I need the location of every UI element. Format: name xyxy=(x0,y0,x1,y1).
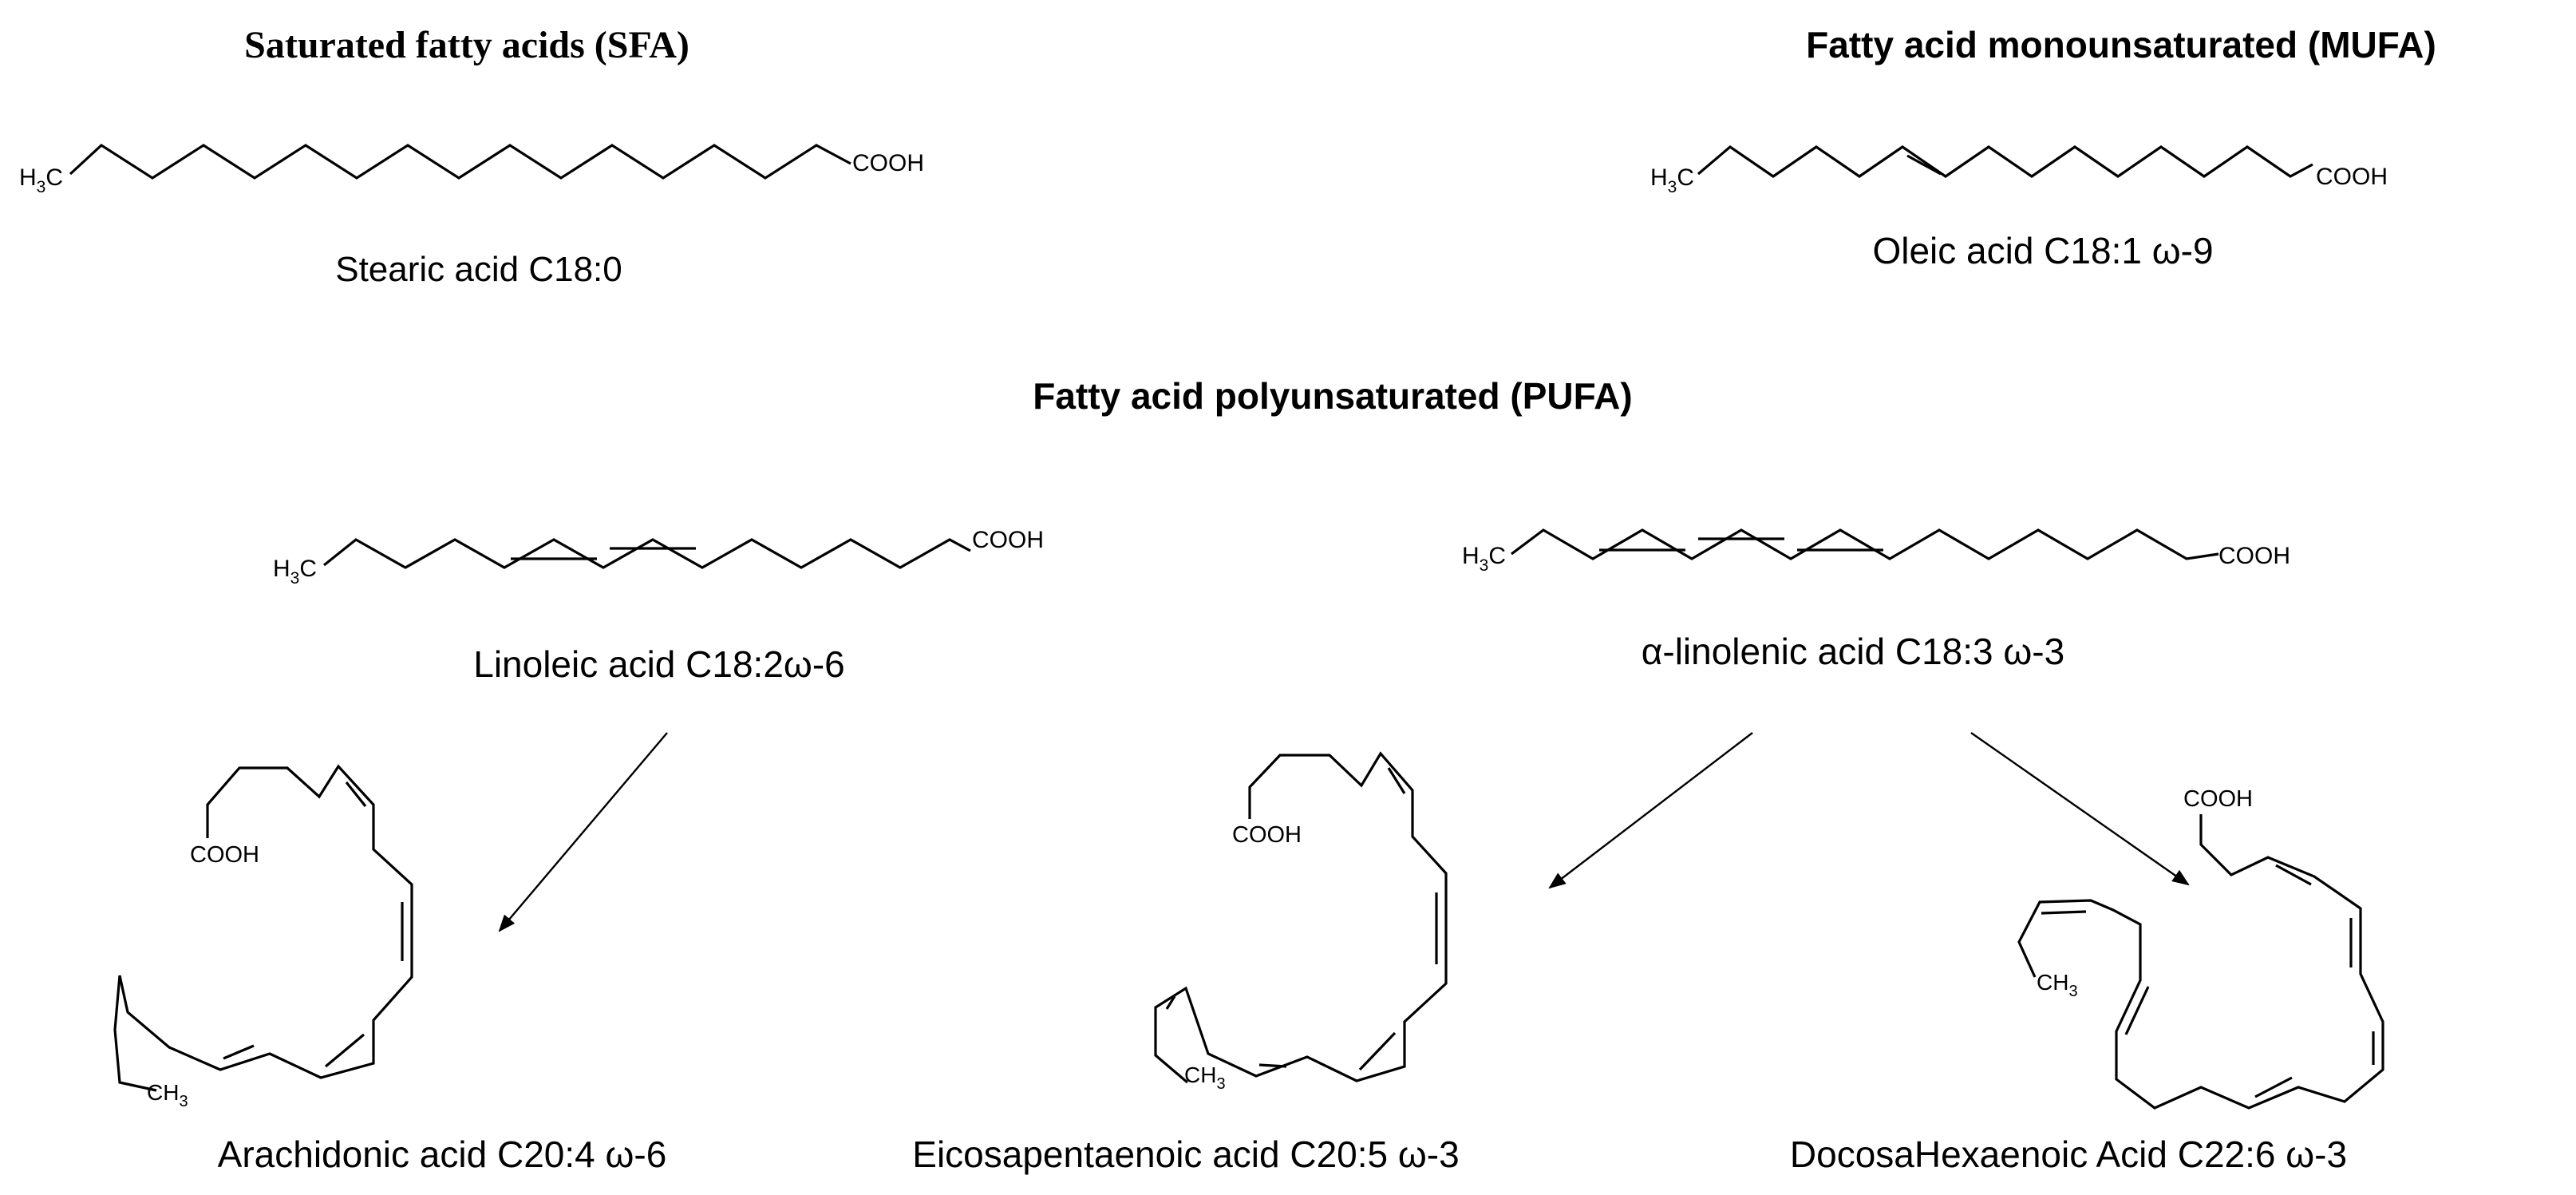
stearic-start-group: H3C xyxy=(19,164,63,196)
oleic-start-group: H3C xyxy=(1650,164,1694,196)
linoleic-skeleton xyxy=(323,538,971,569)
dha-double-bond-6 xyxy=(2041,910,2087,915)
alpha-linolenic-acid-group: COOH xyxy=(2218,543,2290,569)
linoleic-acid-label: Linoleic acid C18:2ω-6 xyxy=(473,643,845,685)
arachidonic-acid-structure: COOH CH3 xyxy=(113,764,413,1110)
arachidonic-methyl-group: CH3 xyxy=(147,1080,188,1110)
epa-methyl-group: CH3 xyxy=(1184,1062,1226,1093)
oleic-acid-group: COOH xyxy=(2316,164,2388,190)
linoleic-acid-structure: H3C COOH xyxy=(273,527,1044,588)
arrow-alpha-linolenic-to-dha xyxy=(1970,732,2190,886)
alpha-linolenic-acid-structure: H3C COOH xyxy=(1462,528,2290,575)
epa-double-bond-4 xyxy=(1258,1063,1287,1068)
arrow-linoleic-to-arachidonic xyxy=(498,732,668,932)
dha-acid-group: COOH xyxy=(2183,786,2253,812)
alpha-linolenic-skeleton xyxy=(1511,528,2219,560)
epa-acid-group: COOH xyxy=(1232,822,1302,848)
stearic-acid-label: Stearic acid C18:0 xyxy=(335,250,622,289)
alpha-linolenic-acid-label: α-linolenic acid C18:3 ω-3 xyxy=(1642,631,2064,672)
oleic-acid-structure: H3C COOH xyxy=(1650,144,2388,196)
dha-double-bond-5 xyxy=(2124,986,2150,1035)
arachidonic-acid-label: Arachidonic acid C20:4 ω-6 xyxy=(218,1134,667,1175)
arachidonic-double-bond-4 xyxy=(223,1044,255,1060)
dha-structure: COOH CH3 xyxy=(2017,786,2384,1110)
stearic-acid-group: COOH xyxy=(852,150,924,176)
arrow-alpha-linolenic-to-epa xyxy=(1548,732,1753,889)
dha-skeleton xyxy=(2017,814,2384,1110)
epa-double-bond-5 xyxy=(1165,995,1176,1010)
dha-methyl-group: CH3 xyxy=(2037,970,2078,1000)
sfa-title: Saturated fatty acids (SFA) xyxy=(244,24,689,66)
dha-double-bond-1 xyxy=(2275,864,2312,886)
stearic-skeleton xyxy=(69,143,851,180)
oleic-double-bond xyxy=(1906,154,1942,176)
oleic-acid-label: Oleic acid C18:1 ω-9 xyxy=(1872,230,2213,271)
epa-double-bond-3 xyxy=(1358,1031,1397,1071)
arachidonic-double-bond-1 xyxy=(345,781,367,807)
arachidonic-acid-group: COOH xyxy=(190,842,259,868)
dha-label: DocosaHexaenoic Acid C22:6 ω-3 xyxy=(1790,1134,2347,1175)
linoleic-acid-group: COOH xyxy=(972,527,1044,553)
epa-structure: COOH CH3 xyxy=(1154,751,1448,1093)
linoleic-start-group: H3C xyxy=(273,556,317,588)
arachidonic-skeleton xyxy=(113,764,413,1092)
epa-skeleton xyxy=(1154,751,1448,1084)
arachidonic-double-bond-3 xyxy=(324,1033,365,1068)
mufa-title: Fatty acid monounsaturated (MUFA) xyxy=(1806,24,2436,65)
epa-double-bond-1 xyxy=(1387,767,1406,794)
stearic-acid-structure: H3C COOH xyxy=(19,143,924,196)
dha-double-bond-4 xyxy=(2254,1076,2293,1098)
epa-label: Eicosapentaenoic acid C20:5 ω-3 xyxy=(912,1134,1459,1175)
pufa-title: Fatty acid polyunsaturated (PUFA) xyxy=(1033,375,1632,417)
alpha-linolenic-start-group: H3C xyxy=(1462,543,1506,575)
oleic-skeleton xyxy=(1697,144,2313,178)
